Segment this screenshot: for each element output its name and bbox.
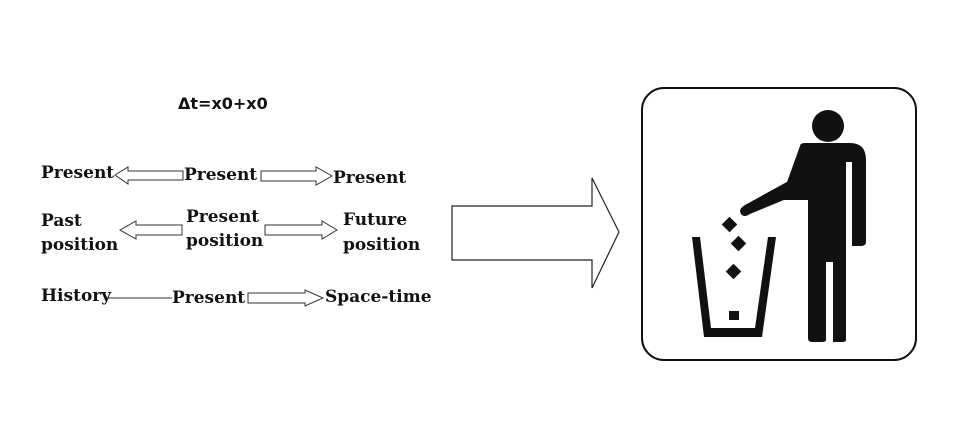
- row2-center-label-line1: Present: [186, 207, 259, 227]
- row3-left-label: History: [41, 286, 112, 306]
- equation-text: Δt=x0+x0: [178, 94, 268, 113]
- left-arrow-row2: [118, 220, 183, 240]
- row2-left-label-line1: Past: [41, 211, 82, 231]
- row3-right-label: Space-time: [325, 287, 432, 307]
- big-right-arrow: [451, 177, 620, 289]
- right-arrow-row2: [264, 220, 338, 240]
- right-arrow-row1: [260, 166, 334, 186]
- row1-center-label: Present: [184, 165, 257, 185]
- row3-center-label: Present: [172, 288, 245, 308]
- row1-right-label: Present: [333, 168, 406, 188]
- row1-left-label: Present: [41, 163, 114, 183]
- row2-right-label-line2: position: [343, 235, 420, 255]
- trash-bin-person-icon: [641, 87, 917, 361]
- row2-center-label-line2: position: [186, 231, 263, 251]
- row2-right-label-line1: Future: [343, 210, 407, 230]
- row2-left-label-line2: position: [41, 235, 118, 255]
- right-arrow-row3: [247, 289, 325, 307]
- left-arrow-row1: [114, 166, 184, 185]
